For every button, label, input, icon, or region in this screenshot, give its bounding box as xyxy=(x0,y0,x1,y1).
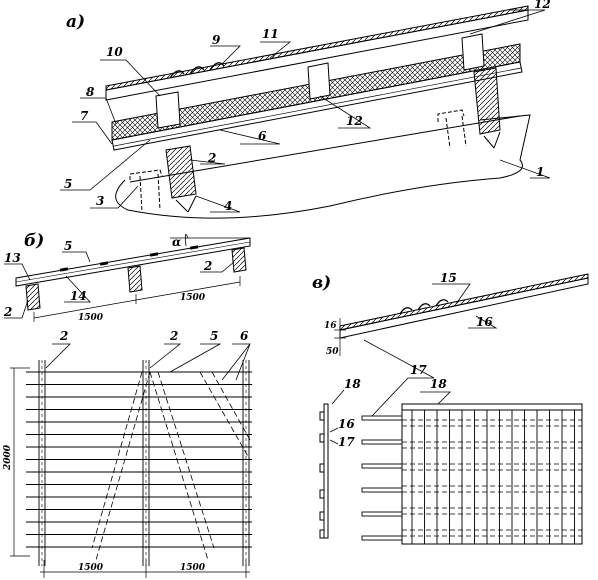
b-gap-2 xyxy=(99,261,109,266)
plan-dim-1500-left: 1500 xyxy=(78,563,104,573)
plan-callout-5: 5 xyxy=(210,329,218,343)
tuft-marks xyxy=(169,62,225,79)
spacer-block-2 xyxy=(307,62,331,100)
c-side-blocks xyxy=(319,411,325,539)
leaders-a xyxy=(60,9,551,213)
leaders-c xyxy=(363,283,498,417)
c-tuft-marks xyxy=(399,299,449,315)
leaders-b xyxy=(4,251,235,319)
bracket-left xyxy=(129,169,163,213)
c-callout-15: 15 xyxy=(440,271,457,285)
plan-diagonals xyxy=(91,371,251,561)
panel-b-label: б) xyxy=(24,231,44,251)
b-dim-1500-left: 1500 xyxy=(78,313,104,323)
b-roof-seam xyxy=(15,241,251,283)
plan-dim-2000: 2000 xyxy=(3,444,13,471)
b-slope-angle xyxy=(170,234,250,247)
b-gap-4 xyxy=(189,245,199,250)
panel-c-label: в) xyxy=(312,273,331,293)
b-rafter-2 xyxy=(127,265,143,293)
c-roof-slab xyxy=(339,277,589,339)
plan-callout-2-left: 2 xyxy=(59,329,68,343)
b-alpha: α xyxy=(172,235,181,249)
c-thickness-dims xyxy=(334,318,346,356)
callout-4: 4 xyxy=(224,199,232,213)
b-callout-13: 13 xyxy=(4,251,21,265)
c-batten xyxy=(361,439,403,445)
b-callout-5: 5 xyxy=(64,239,72,253)
panel-c: в) 15 16 17 18 16 50 18 16 17 xyxy=(312,271,589,545)
panel-a-label: а) xyxy=(66,12,85,32)
callout-1: 1 xyxy=(536,165,544,179)
c-callout-16: 16 xyxy=(476,315,493,329)
c-callout-17-side: 17 xyxy=(338,435,355,449)
c-callout-18-right: 18 xyxy=(430,377,447,391)
callout-10: 10 xyxy=(106,45,123,59)
b-callout-2-left: 2 xyxy=(3,305,12,319)
c-side-leaders xyxy=(329,389,345,445)
callout-2: 2 xyxy=(207,151,216,165)
c-callout-17: 17 xyxy=(410,363,427,377)
bracket-right xyxy=(437,109,467,149)
c-plan-frame xyxy=(401,403,583,545)
c-batten xyxy=(361,535,403,541)
c-side-block xyxy=(319,433,325,443)
wall-outline xyxy=(115,114,531,219)
callout-11: 11 xyxy=(262,27,279,41)
leaders-b-plan xyxy=(45,343,251,381)
fastener-left xyxy=(175,195,197,213)
callout-12-mid: 12 xyxy=(346,114,363,128)
c-batten xyxy=(361,487,403,493)
plan-dimensions xyxy=(10,367,250,578)
c-side-block xyxy=(319,511,325,521)
callout-12-top: 12 xyxy=(534,0,551,11)
c-dim-50: 50 xyxy=(326,347,339,357)
b-callout-14: 14 xyxy=(70,289,87,303)
panel-b-section: б) 13 5 α 14 2 2 1500 1500 xyxy=(3,231,251,323)
rafter-right xyxy=(473,67,501,135)
b-dim-1500-right: 1500 xyxy=(180,293,206,303)
spacer-block-1 xyxy=(155,91,181,129)
c-roof-cover xyxy=(339,273,589,331)
c-side-block xyxy=(319,529,325,539)
rafter-line-lower xyxy=(129,115,521,183)
callout-5: 5 xyxy=(64,177,72,191)
panel-a-section: а) xyxy=(60,0,551,219)
b-callout-2-right: 2 xyxy=(203,259,212,273)
c-side-block xyxy=(319,489,325,499)
fastener-right xyxy=(483,131,501,149)
plan-boards xyxy=(26,371,252,548)
panel-b-plan: 2 2 5 6 2000 1500 1500 xyxy=(3,329,252,578)
c-plan-grid xyxy=(402,409,582,544)
plan-callout-2-mid: 2 xyxy=(169,329,178,343)
callout-8: 8 xyxy=(86,85,95,99)
callout-6: 6 xyxy=(258,129,267,143)
spacer-block-3 xyxy=(461,33,485,71)
c-side-block xyxy=(319,411,325,421)
rafter-left xyxy=(165,145,197,199)
c-side-strip xyxy=(323,403,329,539)
sheathing-seam xyxy=(113,67,522,147)
c-batten xyxy=(361,511,403,517)
c-callout-16-side: 16 xyxy=(338,417,355,431)
plan-dim-1500-right: 1500 xyxy=(180,563,206,573)
b-gap-3 xyxy=(149,252,159,257)
b-gap-1 xyxy=(59,267,69,272)
callout-3: 3 xyxy=(96,194,104,208)
c-side-block xyxy=(319,463,325,473)
c-batten xyxy=(361,463,403,469)
callout-7: 7 xyxy=(80,109,89,123)
plan-joists xyxy=(38,360,250,566)
plan-callout-6: 6 xyxy=(240,329,249,343)
b-rafter-3 xyxy=(231,247,247,273)
callout-9: 9 xyxy=(212,33,221,47)
c-battens xyxy=(361,415,403,541)
b-rafter-1 xyxy=(25,283,41,311)
c-dim-16: 16 xyxy=(324,321,337,331)
c-batten xyxy=(361,415,403,421)
c-callout-18-left: 18 xyxy=(344,377,361,391)
b-dimensions xyxy=(33,276,241,322)
